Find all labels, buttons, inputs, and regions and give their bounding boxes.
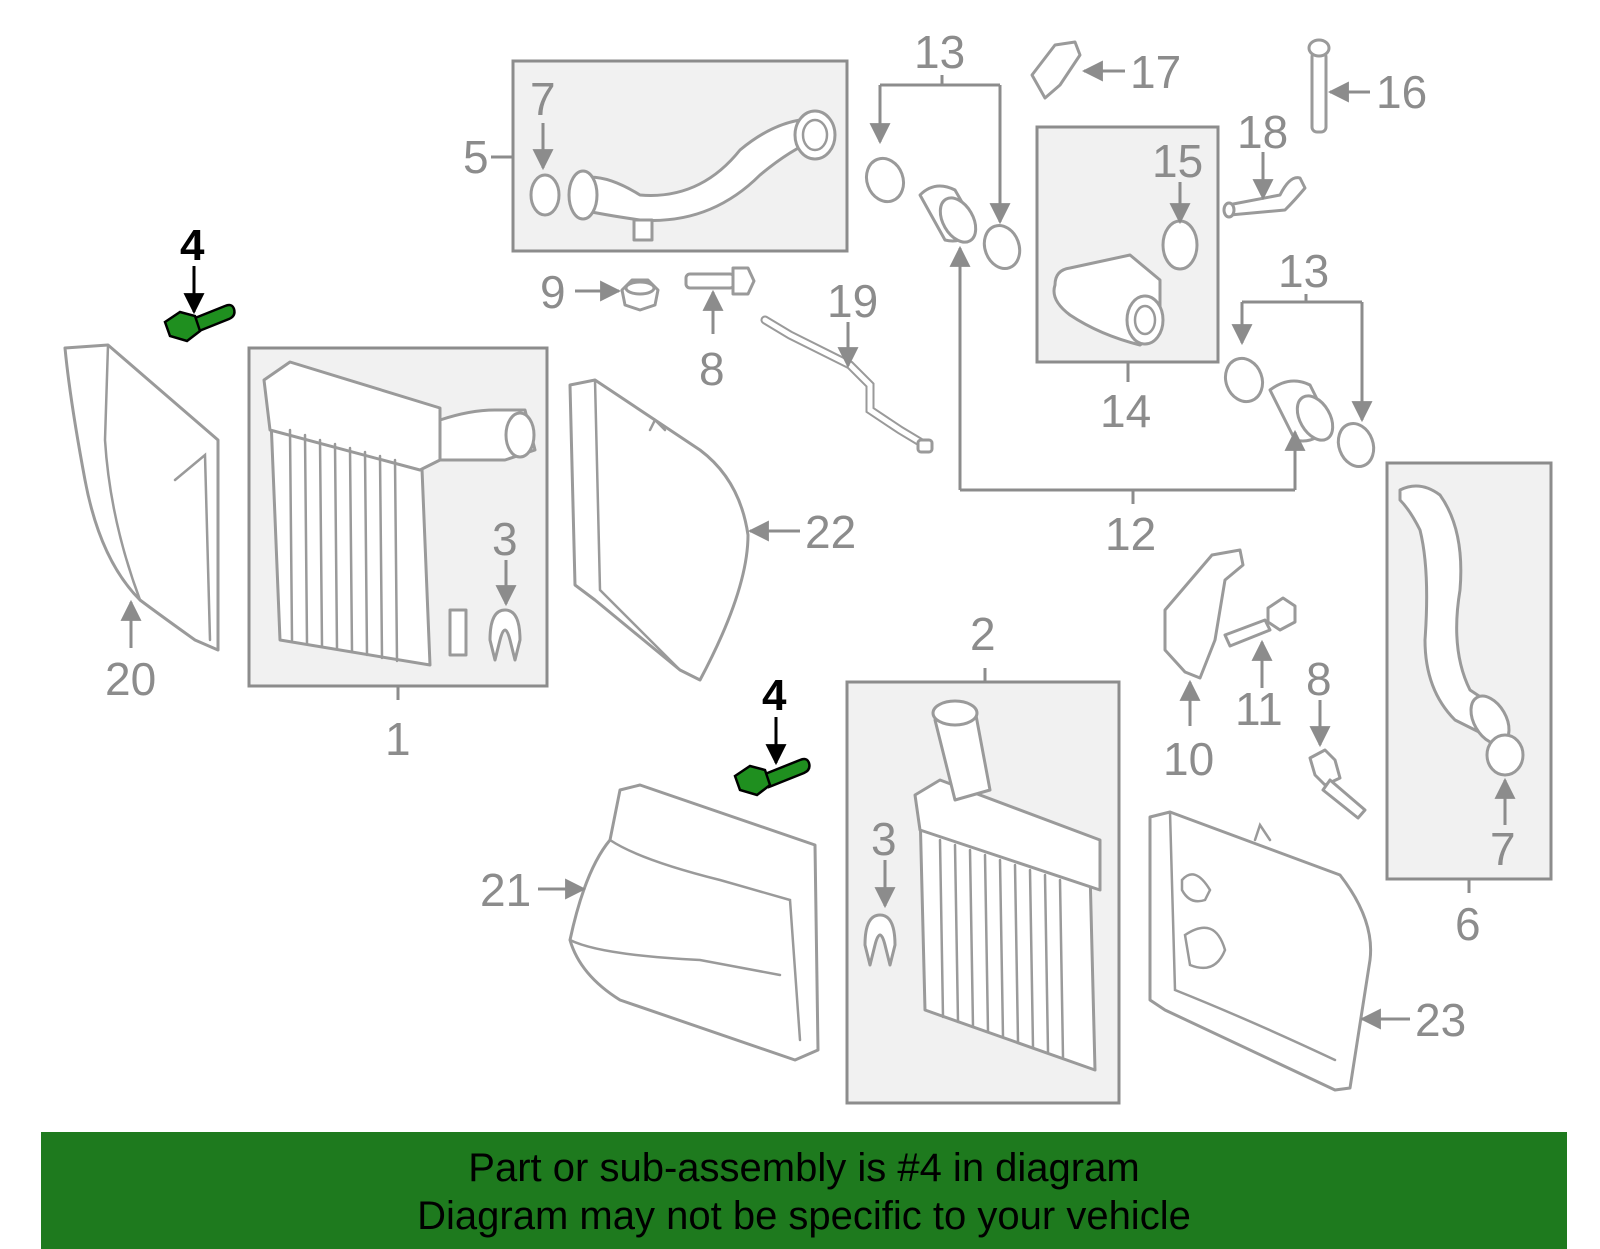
callout-3b: 3	[871, 813, 897, 865]
part-4-bolt-highlight-upper	[163, 303, 236, 343]
assembly-box-6	[1385, 461, 1553, 881]
banner-line-2: Diagram may not be specific to your vehi…	[417, 1194, 1191, 1238]
part-23-shroud	[1148, 810, 1373, 1092]
callout-5: 5	[463, 131, 489, 183]
callout-13a: 13	[914, 26, 965, 78]
callout-19: 19	[827, 275, 878, 327]
assembly-box-5	[511, 59, 849, 253]
part-20-shroud	[63, 343, 220, 652]
part-18-line	[1222, 176, 1307, 219]
callout-7a: 7	[530, 73, 556, 125]
part-22-shroud	[568, 378, 750, 682]
callout-11: 11	[1235, 683, 1283, 735]
callout-1: 1	[385, 713, 411, 765]
callout-13b: 13	[1278, 245, 1329, 297]
callout-9: 9	[540, 266, 566, 318]
callout-8a: 8	[699, 343, 725, 395]
part-4-bolt-highlight-lower	[733, 757, 811, 797]
part-17-clip	[1030, 40, 1082, 100]
callout-8b: 8	[1306, 653, 1332, 705]
assembly-box-2	[845, 680, 1121, 1105]
callout-7b: 7	[1490, 823, 1516, 875]
banner-line-1: Part or sub-assembly is #4 in diagram	[468, 1146, 1140, 1190]
callout-4b: 4	[762, 671, 787, 720]
callout-23: 23	[1415, 994, 1466, 1046]
callout-20: 20	[105, 653, 156, 705]
part-10-bracket	[1163, 548, 1245, 680]
callout-14: 14	[1100, 385, 1151, 437]
callout-22: 22	[805, 506, 856, 558]
callout-2: 2	[970, 608, 996, 660]
part-8-bolt-upper	[684, 266, 756, 296]
callout-15: 15	[1152, 135, 1203, 187]
callout-21: 21	[480, 864, 531, 916]
callout-6: 6	[1455, 898, 1481, 950]
callout-12: 12	[1105, 508, 1156, 560]
callout-16: 16	[1376, 66, 1427, 118]
callout-10: 10	[1163, 733, 1214, 785]
part-8-bolt-right	[1308, 748, 1367, 820]
callout-18: 18	[1237, 106, 1288, 158]
assembly-box-1	[247, 346, 549, 688]
part-21-shroud	[568, 783, 820, 1062]
hose-clamp-group-upper	[864, 156, 1022, 270]
part-19-line	[760, 315, 934, 454]
part-16-pin	[1307, 38, 1331, 134]
part-9-nut	[620, 278, 660, 312]
callout-17: 17	[1130, 46, 1181, 98]
callout-3a: 3	[492, 513, 518, 565]
part-11-bolt	[1223, 596, 1297, 648]
callout-4a: 4	[180, 221, 205, 270]
hose-clamp-group-lower	[1223, 356, 1376, 468]
notice-banner: Part or sub-assembly is #4 in diagram Di…	[41, 1132, 1567, 1249]
